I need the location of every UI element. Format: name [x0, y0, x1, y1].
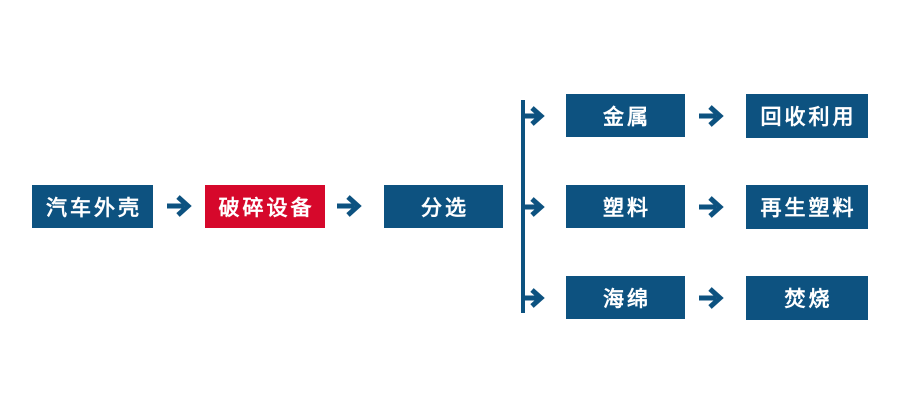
branch-arrow-right-icon: [521, 197, 545, 217]
node-metal-label: 金属: [603, 105, 651, 129]
node-incineration-label: 焚烧: [784, 288, 833, 311]
arrow-right-icon: [167, 195, 192, 217]
node-crushing-equipment: 破碎设备: [205, 185, 325, 228]
node-plastic: 塑料: [566, 185, 685, 228]
arrow-right-icon: [699, 105, 724, 127]
node-car-shell: 汽车外壳: [32, 185, 153, 228]
arrow-right-icon: [337, 195, 362, 217]
node-sorting-label: 分选: [421, 196, 469, 220]
node-recycling-label: 回收利用: [760, 106, 857, 129]
branch-arrow-right-icon: [521, 106, 545, 126]
node-recycled-plastic-label: 再生塑料: [760, 197, 857, 220]
node-recycled-plastic: 再生塑料: [746, 185, 868, 229]
arrow-right-icon: [699, 287, 724, 309]
arrow-right-icon: [699, 196, 724, 218]
node-incineration: 焚烧: [746, 276, 868, 320]
node-plastic-label: 塑料: [603, 196, 651, 220]
node-metal: 金属: [566, 94, 685, 137]
branch-arrow-right-icon: [521, 288, 545, 308]
node-crushing-equipment-label: 破碎设备: [218, 196, 315, 220]
node-sponge-label: 海绵: [603, 287, 651, 311]
node-sorting: 分选: [384, 185, 503, 228]
node-recycling: 回收利用: [746, 94, 868, 138]
node-sponge: 海绵: [566, 276, 685, 319]
node-car-shell-label: 汽车外壳: [46, 196, 142, 220]
